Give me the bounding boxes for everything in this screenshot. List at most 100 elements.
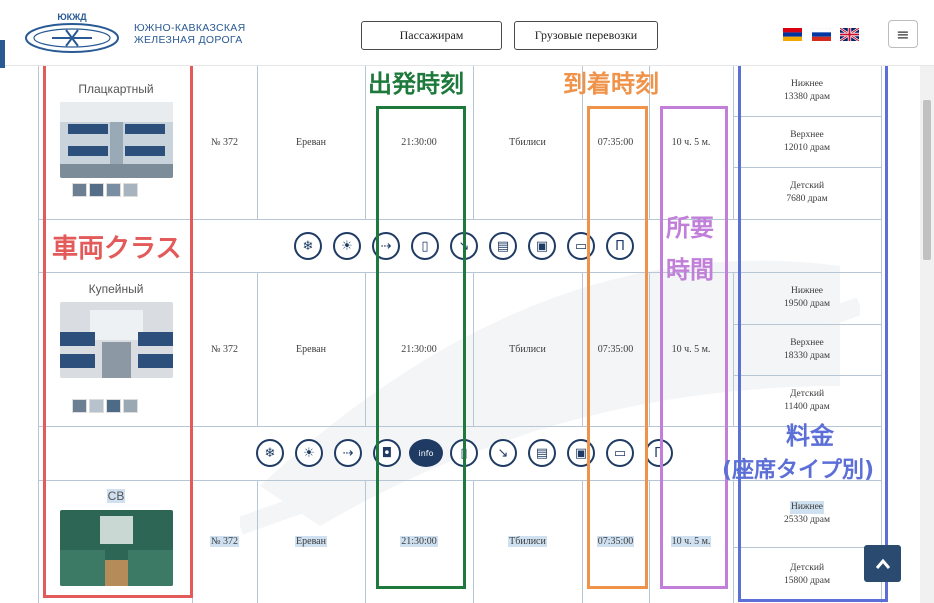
seat-type: Нижнее: [789, 500, 825, 514]
fare-cell[interactable]: Нижнее 19500 драм: [733, 272, 881, 324]
lightbulb-icon[interactable]: ☀: [333, 232, 361, 260]
grid-line: [38, 219, 881, 220]
russian-flag-icon[interactable]: [812, 28, 831, 41]
railway-logo[interactable]: ЮКЖД: [22, 10, 122, 56]
grid-line: [473, 480, 474, 603]
seat-type: Верхнее: [790, 337, 824, 348]
trash-icon[interactable]: ▤: [528, 439, 556, 467]
arrival-time: 07:35:00: [597, 343, 634, 355]
departure-station: Ереван: [296, 343, 326, 355]
duration-highlight-box: [660, 106, 728, 589]
grid-line: [733, 547, 881, 548]
seat-type: Детский: [789, 563, 825, 573]
trash-icon[interactable]: ▤: [489, 232, 517, 260]
fare-cell[interactable]: Верхнее 18330 драм: [733, 324, 881, 375]
grid-line: [733, 272, 734, 426]
snowflake-icon[interactable]: ❄: [256, 439, 284, 467]
fare-cell[interactable]: Верхнее 12010 драм: [733, 116, 881, 167]
duration-annotation-line2: 時間: [666, 256, 714, 284]
thumbnail[interactable]: [123, 399, 138, 413]
fare-cell[interactable]: Нижнее 13380 драм: [733, 66, 881, 116]
departure-time: 21:30:00: [400, 536, 438, 547]
travel-duration: 10 ч. 5 м.: [671, 343, 711, 355]
chevron-up-icon: [875, 558, 890, 569]
uk-flag-icon[interactable]: [840, 28, 859, 41]
car-photo[interactable]: [60, 102, 173, 178]
grid-line: [733, 116, 881, 117]
logo-subtitle-line2: ЖЕЛЕЗНАЯ ДОРОГА: [134, 34, 243, 46]
logo-subtitle-line1: ЮЖНО-КАВКАЗСКАЯ: [134, 22, 246, 34]
departure-station: Ереван: [296, 137, 326, 148]
usb-icon[interactable]: ⇢: [334, 439, 362, 467]
photo-thumbnails[interactable]: [72, 399, 138, 413]
grid-line: [473, 66, 474, 220]
hamburger-menu-button[interactable]: ≡: [888, 20, 918, 48]
fare-price: 15800 драм: [784, 576, 830, 586]
tv-icon[interactable]: ▭: [606, 439, 634, 467]
grid-line: [733, 324, 881, 325]
grid-line: [38, 272, 881, 273]
fare-cell[interactable]: Детский 7680 драм: [733, 167, 881, 219]
hamburger-icon: ≡: [896, 24, 910, 44]
class-highlight-box: [43, 56, 193, 598]
faucet-icon[interactable]: ↘: [489, 439, 517, 467]
train-number: № 372: [209, 536, 240, 547]
phone-icon[interactable]: ▯: [411, 232, 439, 260]
departure-station: Ереван: [295, 536, 327, 547]
car-photo[interactable]: [60, 510, 173, 586]
thumbnail[interactable]: [106, 183, 121, 197]
car-class-label: СВ: [106, 489, 126, 503]
fare-cell[interactable]: Детский 11400 драм: [733, 375, 881, 426]
fare-cell[interactable]: Нижнее 25330 драм: [733, 480, 881, 547]
fridge-icon[interactable]: ▣: [567, 439, 595, 467]
duration-annotation-line1: 所要: [666, 214, 714, 242]
thumbnail[interactable]: [123, 183, 138, 197]
travel-duration: 10 ч. 5 м.: [670, 536, 712, 547]
thumbnail[interactable]: [72, 399, 87, 413]
grid-line: [649, 66, 650, 220]
thumbnail[interactable]: [106, 399, 121, 413]
car-class-name: Плацкартный: [78, 82, 154, 96]
grid-line: [365, 272, 366, 426]
thumbnail[interactable]: [89, 183, 104, 197]
train-number: № 372: [210, 137, 239, 148]
travel-duration: 10 ч. 5 м.: [671, 137, 711, 148]
toilet-icon[interactable]: Π: [606, 232, 634, 260]
fare-price: 7680 драм: [786, 194, 828, 204]
arrival-station: Тбилиси: [509, 137, 546, 148]
arrival-annotation: 到着時刻: [563, 70, 659, 98]
grid-line: [257, 272, 258, 426]
armenian-flag-icon[interactable]: [783, 28, 802, 41]
grid-line: [38, 66, 39, 603]
arrival-highlight-box: [587, 106, 648, 589]
site-header: ЮКЖД ЮЖНО-КАВКАЗСКАЯ ЖЕЛЕЗНАЯ ДОРОГА Пас…: [0, 0, 934, 68]
grid-line: [257, 480, 258, 603]
seat-type: Нижнее: [790, 79, 824, 89]
seat-type: Нижнее: [790, 286, 824, 296]
train-number: № 372: [210, 343, 239, 355]
grid-line: [582, 272, 583, 426]
scrollbar-thumb[interactable]: [923, 100, 931, 260]
car-photo[interactable]: [60, 302, 173, 378]
grid-line: [582, 66, 583, 220]
left-accent-strip: [0, 40, 5, 68]
fare-price: 25330 драм: [784, 514, 830, 525]
thumbnail[interactable]: [89, 399, 104, 413]
passengers-button[interactable]: Пассажирам: [361, 21, 502, 50]
fridge-icon[interactable]: ▣: [528, 232, 556, 260]
departure-annotation: 出発時刻: [368, 70, 464, 98]
freight-button[interactable]: Грузовые перевозки: [514, 21, 658, 50]
lightbulb-icon[interactable]: ☀: [295, 439, 323, 467]
photo-thumbnails[interactable]: [72, 183, 138, 197]
fare-cell[interactable]: Детский 15800 драм: [733, 547, 881, 603]
grid-line: [582, 480, 583, 603]
fare-annotation-line2: (座席タイプ別): [722, 458, 875, 483]
snowflake-icon[interactable]: ❄: [294, 232, 322, 260]
grid-line: [733, 66, 734, 220]
toilet-icon[interactable]: Π: [645, 439, 673, 467]
back-to-top-button[interactable]: [864, 545, 901, 582]
grid-line: [38, 480, 881, 481]
tv-icon[interactable]: ▭: [567, 232, 595, 260]
info-icon[interactable]: info: [409, 439, 443, 467]
thumbnail[interactable]: [72, 183, 87, 197]
